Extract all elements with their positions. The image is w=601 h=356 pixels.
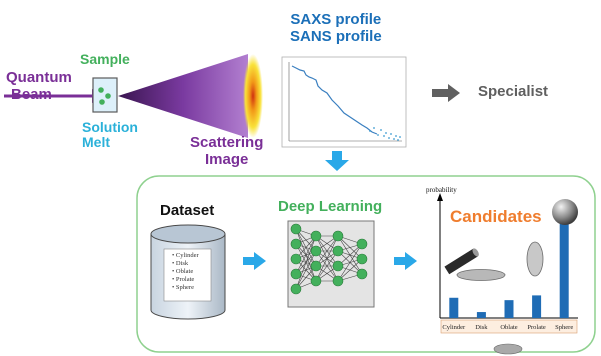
cylinder-shape bbox=[444, 248, 479, 275]
chart-category-box bbox=[440, 319, 578, 334]
nn-node bbox=[356, 268, 368, 280]
nn-connection bbox=[295, 235, 317, 275]
x-tick-label: Oblate bbox=[500, 324, 517, 331]
chart-y-axis-arrow bbox=[437, 193, 443, 201]
nn-node bbox=[310, 275, 322, 287]
sample-particle bbox=[99, 99, 105, 105]
scattering-cone bbox=[118, 54, 248, 138]
nn-node bbox=[310, 245, 322, 257]
dataset-item: • Prolate bbox=[172, 276, 195, 283]
prolate-shape bbox=[493, 343, 523, 355]
bar-cylinder bbox=[449, 297, 459, 318]
oblate-shape bbox=[526, 241, 544, 277]
dataset-item: • Disk bbox=[172, 260, 189, 267]
sample-cell bbox=[92, 77, 118, 113]
bar-disk bbox=[476, 312, 486, 318]
down-arrow bbox=[325, 151, 349, 171]
probability-chart: Cylinder Disk Oblate Prolate Sphere bbox=[437, 193, 578, 334]
nn-node bbox=[290, 283, 302, 295]
dataset-item: • Oblate bbox=[172, 268, 194, 275]
dataset-item: • Sphere bbox=[172, 284, 194, 291]
nn-connection bbox=[337, 258, 363, 282]
scattering-image-spot bbox=[243, 54, 263, 138]
nn-connection bbox=[315, 235, 339, 282]
network-to-chart-arrow bbox=[394, 252, 417, 270]
nn-connection bbox=[315, 235, 339, 267]
solution-melt-label: Solution Melt bbox=[82, 119, 138, 151]
dataset-item: • Cylinder bbox=[172, 252, 199, 259]
candidates-title: Candidates bbox=[450, 207, 542, 226]
specialist-label: Specialist bbox=[478, 83, 549, 100]
nn-connection bbox=[337, 243, 363, 267]
bar-prolate bbox=[532, 295, 542, 318]
to-specialist-arrow bbox=[432, 84, 460, 102]
sample-particle bbox=[98, 87, 104, 93]
x-tick-label: Cylinder bbox=[442, 324, 466, 331]
nn-node bbox=[290, 223, 302, 235]
x-tick-label: Disk bbox=[475, 324, 488, 331]
nn-connection bbox=[295, 250, 317, 290]
nn-node bbox=[356, 238, 368, 250]
nn-connection bbox=[315, 250, 339, 282]
dataset-database bbox=[150, 224, 226, 320]
quantum-beam-label: Quantum Beam bbox=[6, 69, 72, 103]
nn-node bbox=[332, 260, 344, 272]
dataset-title: Dataset bbox=[160, 202, 215, 219]
disk-shape bbox=[456, 269, 506, 281]
nn-connection bbox=[295, 235, 317, 290]
scattering-image-label: Scattering Image bbox=[190, 134, 264, 168]
dataset-to-network-arrow bbox=[243, 252, 266, 270]
deep-learning-title: Deep Learning bbox=[278, 198, 383, 215]
nn-node bbox=[332, 230, 344, 242]
sample-label: Sample bbox=[80, 51, 130, 67]
scattering-profile-plot bbox=[281, 56, 407, 148]
profile-title: SAXS profile SANS profile bbox=[290, 11, 382, 45]
x-tick-label: Sphere bbox=[555, 324, 573, 331]
nn-node bbox=[290, 238, 302, 250]
x-tick-label: Prolate bbox=[527, 324, 546, 331]
nn-node bbox=[332, 275, 344, 287]
nn-node bbox=[356, 253, 368, 265]
neural-network bbox=[287, 220, 375, 308]
nn-node bbox=[290, 253, 302, 265]
nn-node bbox=[290, 268, 302, 280]
sample-particle bbox=[105, 93, 111, 99]
probability-axis-label: probability bbox=[426, 186, 457, 194]
sphere-shape bbox=[552, 199, 578, 225]
nn-connection bbox=[337, 243, 363, 282]
nn-node bbox=[310, 260, 322, 272]
nn-node bbox=[332, 245, 344, 257]
nn-node bbox=[310, 230, 322, 242]
bar-sphere bbox=[559, 202, 569, 318]
dataset-item-list: • Cylinder • Disk • Oblate • Prolate • S… bbox=[172, 252, 199, 292]
bar-oblate bbox=[504, 300, 514, 318]
